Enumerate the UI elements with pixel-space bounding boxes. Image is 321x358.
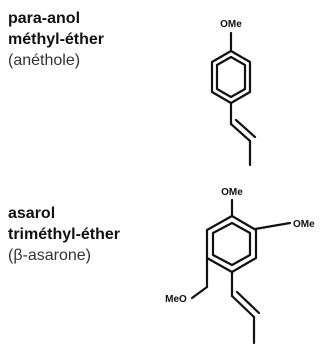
compound-2-common-name: (β-asarone) xyxy=(8,247,92,264)
asarone-chain-double-bond-2 xyxy=(235,290,261,315)
asarone-structure: OMe OMe MeO xyxy=(165,187,315,345)
compound-2-name-line1: asarol xyxy=(8,205,56,222)
compound-1-common-name: (anéthole) xyxy=(8,52,81,69)
compound-1-name-line1: para-anol xyxy=(8,10,81,27)
asarone-ome-right-bond xyxy=(253,221,292,231)
anethole-chain-double-bond-2 xyxy=(234,118,257,139)
asarone-ome-right-label: OMe xyxy=(293,219,315,230)
asarone-ome-top-label: OMe xyxy=(221,187,243,198)
asarone-chain-double-bond xyxy=(230,294,256,319)
asarone-meo-bond xyxy=(190,285,209,300)
compound-2-name-line2: triméthyl-éther xyxy=(8,226,121,243)
asarone-ring-inner xyxy=(211,221,252,267)
anethole-ome-label: OMe xyxy=(220,19,242,30)
compound-1-label: para-anol méthyl-éther (anéthole) xyxy=(8,8,104,71)
anethole-chain-double-bond xyxy=(229,122,252,143)
anethole-structure: OMe xyxy=(210,19,257,167)
compound-2-label: asarol triméthyl-éther (β-asarone) xyxy=(8,203,120,266)
anethole-ring-inner xyxy=(215,55,247,99)
compound-1-name-line2: méthyl-éther xyxy=(8,31,105,48)
asarone-meo-left-label: MeO xyxy=(165,294,187,305)
